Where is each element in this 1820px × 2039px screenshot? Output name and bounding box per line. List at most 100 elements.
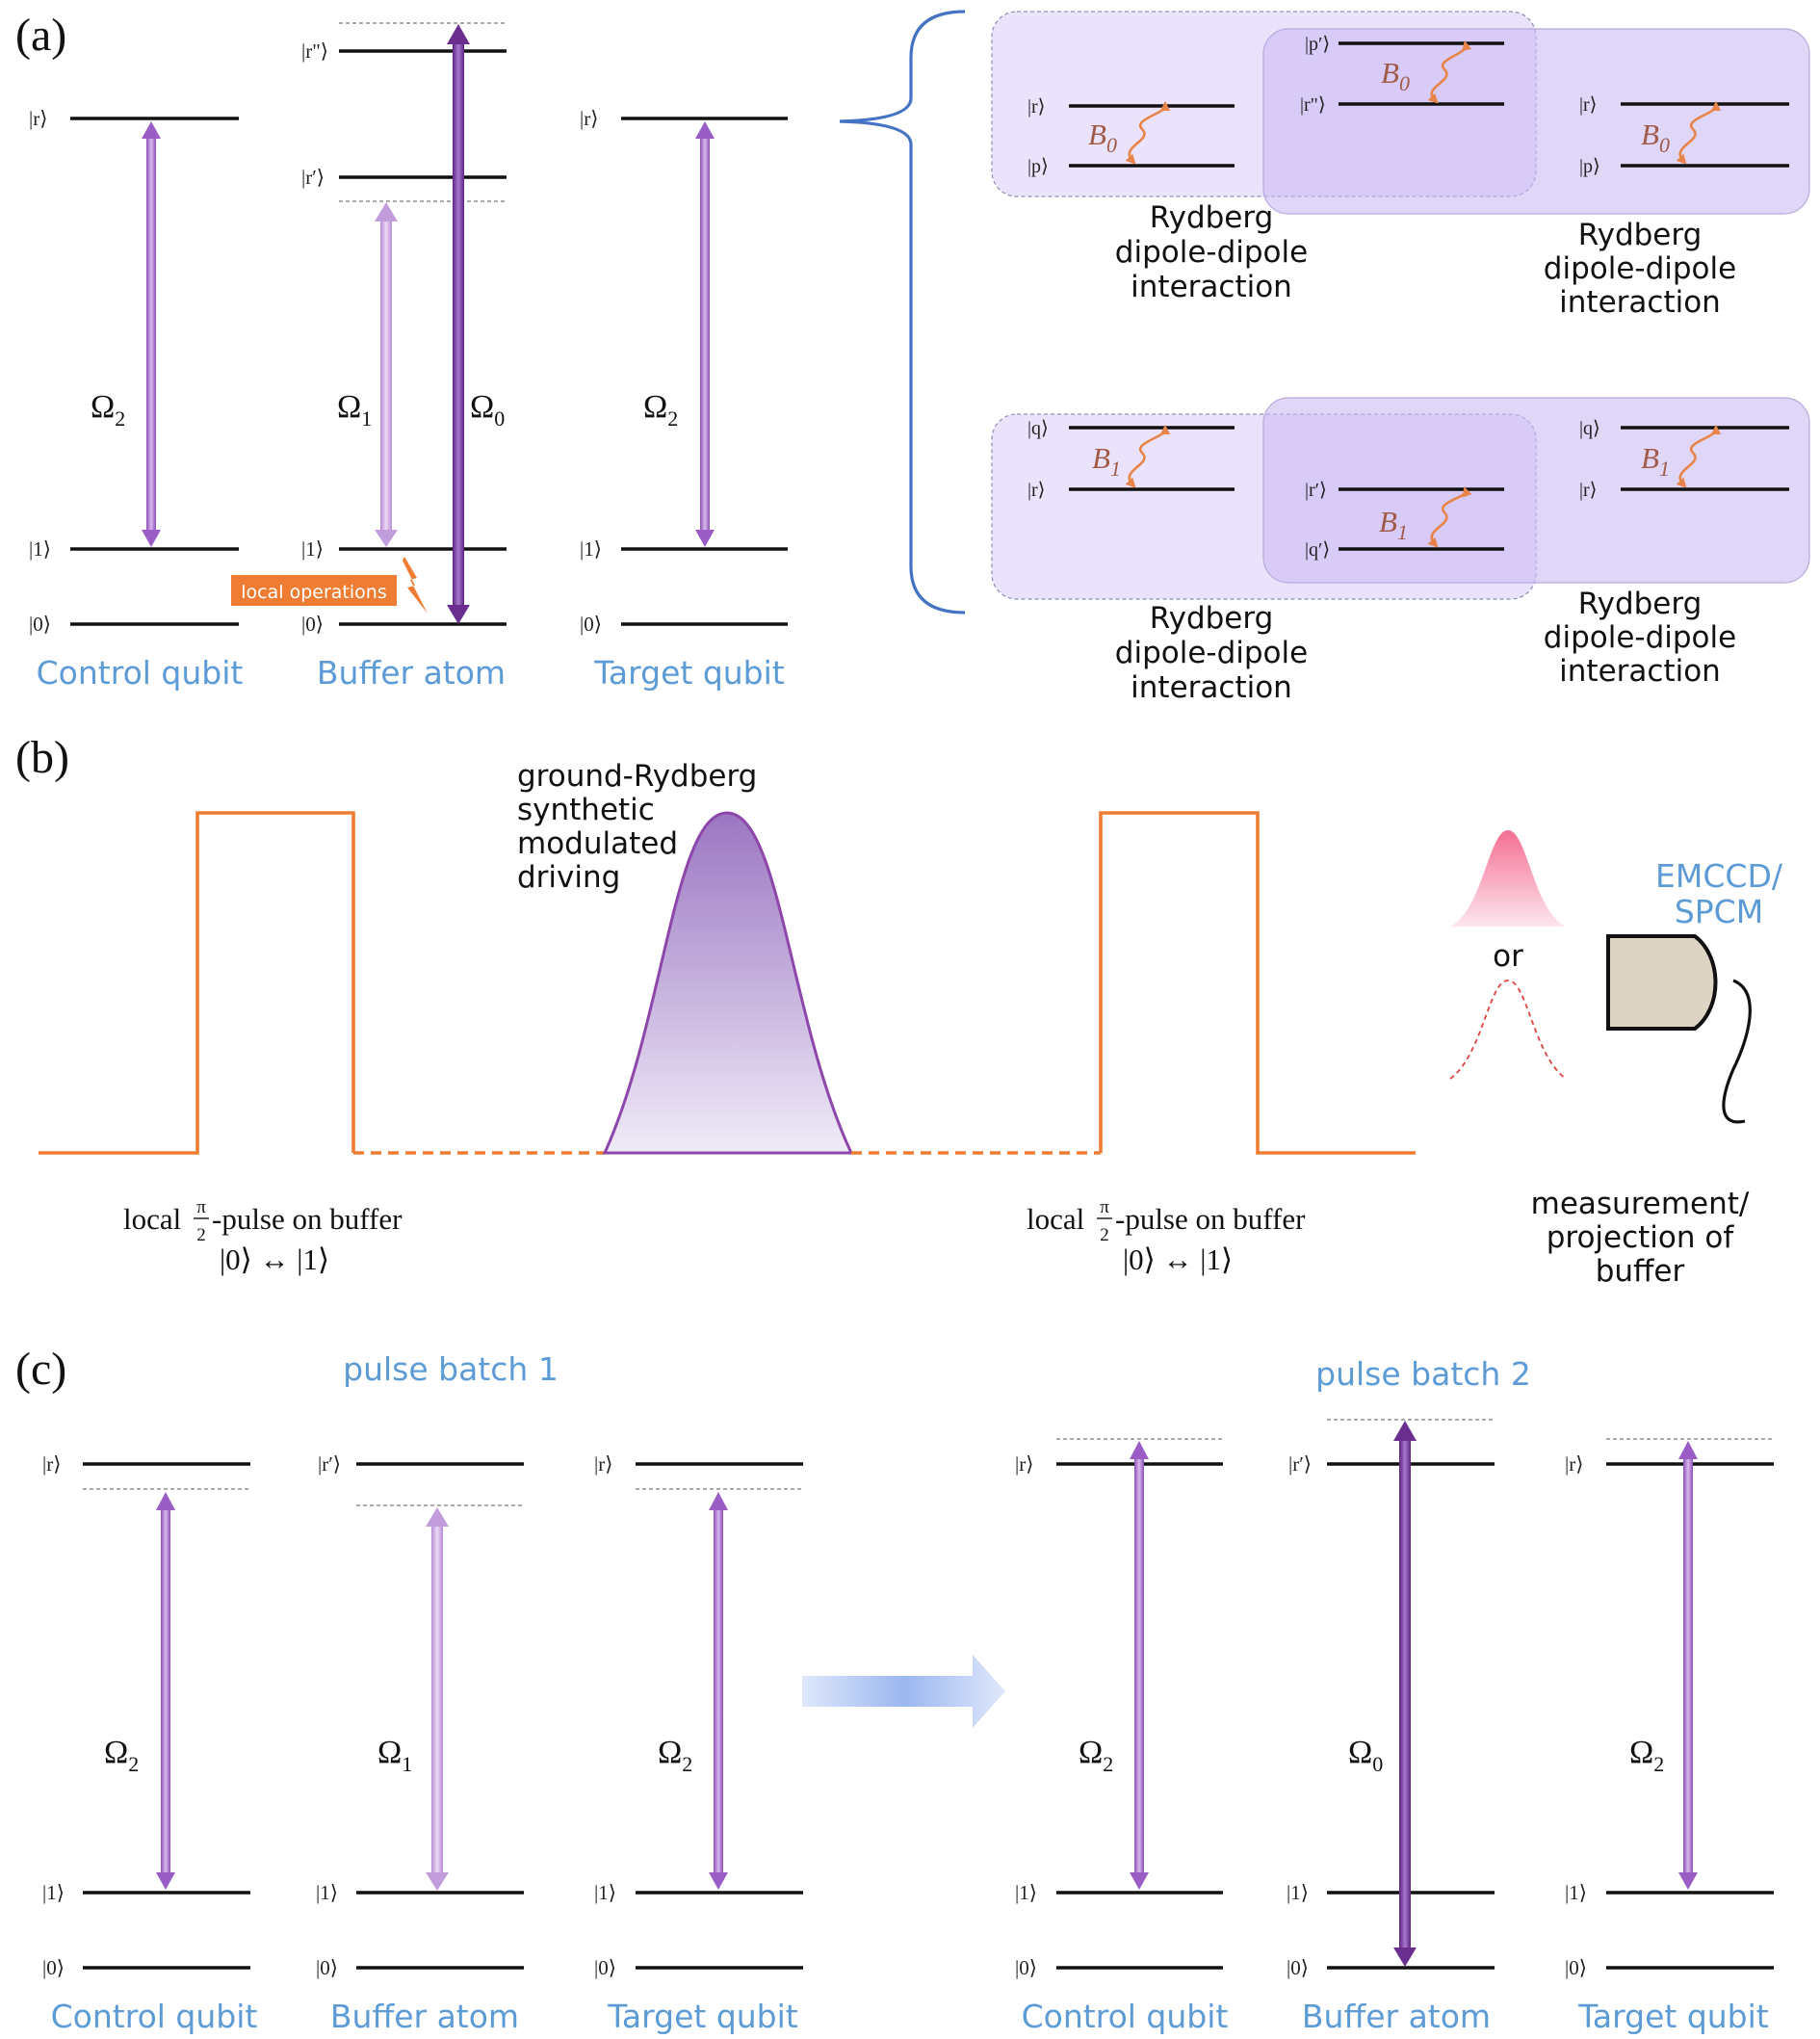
panel-label-a: (a) bbox=[15, 10, 66, 61]
interaction-label-top-right: Rydberg dipole-dipole interaction bbox=[1544, 218, 1736, 320]
interaction-box-bottom-row: |q⟩ |r⟩ B1 |r′⟩ |q′⟩ B1 |q⟩ |r⟩ B1 bbox=[991, 397, 1810, 600]
svg-text:projection of: projection of bbox=[1547, 1220, 1735, 1255]
buffer-atom-diagram-c2: |r′⟩ |1⟩ |0⟩ Ω0 Buffer atom bbox=[1287, 1419, 1495, 2035]
omega2-label: Ω2 bbox=[91, 389, 125, 431]
svg-text:|r′⟩: |r′⟩ bbox=[318, 1452, 341, 1476]
ket-r-dprime-label: |r"⟩ bbox=[301, 39, 328, 63]
svg-text:interaction: interaction bbox=[1559, 285, 1721, 320]
svg-text:|r⟩: |r⟩ bbox=[1579, 94, 1597, 116]
b0-coupling-label: B0 bbox=[1381, 56, 1410, 95]
ket-1-label: |1⟩ bbox=[29, 537, 51, 561]
ket-1-label: |1⟩ bbox=[580, 537, 602, 561]
svg-text:Ω2: Ω2 bbox=[1079, 1735, 1113, 1776]
target-qubit-diagram-a: |r⟩ |1⟩ |0⟩ Ω2 Target qubit bbox=[580, 107, 788, 692]
local-operations-badge: local operations bbox=[231, 575, 397, 606]
omega0-arrow bbox=[447, 24, 470, 624]
svg-text:Target qubit: Target qubit bbox=[1577, 1998, 1769, 2035]
svg-text:|r"⟩: |r"⟩ bbox=[1300, 94, 1326, 116]
svg-text:Ω0: Ω0 bbox=[1348, 1735, 1383, 1776]
svg-text:|1⟩: |1⟩ bbox=[594, 1881, 616, 1904]
svg-text:|r⟩: |r⟩ bbox=[1027, 96, 1045, 118]
svg-text:Target qubit: Target qubit bbox=[607, 1998, 798, 2035]
svg-text:modulated: modulated bbox=[517, 826, 678, 861]
caption-target-qubit: Target qubit bbox=[593, 654, 785, 692]
svg-text:|r⟩: |r⟩ bbox=[594, 1452, 612, 1476]
svg-text:2: 2 bbox=[1100, 1225, 1109, 1245]
svg-text:Rydberg: Rydberg bbox=[1578, 218, 1703, 252]
svg-text:|0⟩: |0⟩ bbox=[316, 1956, 338, 1979]
svg-text:|1⟩: |1⟩ bbox=[42, 1881, 65, 1904]
svg-text:|r⟩: |r⟩ bbox=[1015, 1452, 1033, 1476]
svg-text:|r⟩: |r⟩ bbox=[1565, 1452, 1583, 1476]
svg-text:measurement/: measurement/ bbox=[1531, 1187, 1750, 1221]
svg-text:Ω2: Ω2 bbox=[658, 1735, 692, 1776]
b1-coupling-label: B1 bbox=[1379, 505, 1408, 544]
svg-text:interaction: interaction bbox=[1131, 670, 1292, 705]
pulse-batch-2-label: pulse batch 2 bbox=[1315, 1355, 1531, 1393]
buffer-atom-diagram-c1: |r′⟩ |1⟩ |0⟩ Ω1 Buffer atom bbox=[316, 1452, 524, 2035]
lightning-icon bbox=[403, 557, 428, 614]
interaction-label-bottom-right: Rydberg dipole-dipole interaction bbox=[1544, 587, 1736, 689]
omega2-arrow bbox=[142, 121, 161, 547]
bright-signal-peak bbox=[1450, 830, 1566, 927]
svg-text:|0⟩: |0⟩ bbox=[1565, 1956, 1587, 1979]
ket-1-label: |1⟩ bbox=[301, 537, 324, 561]
control-qubit-diagram-a: |r⟩ |1⟩ |0⟩ Ω2 Control qubit bbox=[29, 107, 243, 692]
detector-icon bbox=[1606, 934, 1752, 1124]
svg-text:|r′⟩: |r′⟩ bbox=[1288, 1452, 1312, 1476]
svg-text:Control qubit: Control qubit bbox=[1022, 1998, 1229, 2035]
caption-buffer-atom: Buffer atom bbox=[317, 654, 506, 692]
measurement-outcomes: or bbox=[1449, 830, 1567, 1080]
detector-label-line1: EMCCD/ bbox=[1655, 857, 1783, 895]
svg-text:-pulse on buffer: -pulse on buffer bbox=[212, 1202, 403, 1236]
or-label: or bbox=[1493, 939, 1523, 974]
detector-label-line2: SPCM bbox=[1675, 893, 1763, 930]
svg-text:dipole-dipole: dipole-dipole bbox=[1115, 636, 1308, 670]
svg-text:local: local bbox=[1027, 1202, 1084, 1236]
svg-text:|r⟩: |r⟩ bbox=[1579, 480, 1597, 501]
svg-text:Rydberg: Rydberg bbox=[1150, 601, 1274, 636]
svg-text:|p′⟩: |p′⟩ bbox=[1305, 34, 1330, 55]
svg-text:Rydberg: Rydberg bbox=[1578, 587, 1703, 621]
svg-text:buffer: buffer bbox=[1596, 1254, 1685, 1289]
ket-0-label: |0⟩ bbox=[301, 613, 324, 636]
svg-text:local operations: local operations bbox=[241, 582, 386, 603]
interaction-box-top-row: |r⟩ |p⟩ B0 |p′⟩ |r"⟩ B0 |r⟩ |p⟩ B0 bbox=[991, 11, 1810, 215]
caption-control-qubit: Control qubit bbox=[37, 654, 244, 692]
b0-coupling-label: B0 bbox=[1641, 118, 1670, 157]
svg-text:|r′⟩: |r′⟩ bbox=[1305, 480, 1327, 501]
svg-text:-pulse on buffer: -pulse on buffer bbox=[1115, 1202, 1306, 1236]
panel-label-b: (b) bbox=[15, 732, 69, 783]
svg-text:synthetic: synthetic bbox=[517, 793, 655, 827]
b1-coupling-label: B1 bbox=[1641, 441, 1670, 481]
driving-label: ground-Rydberg synthetic modulated drivi… bbox=[517, 759, 757, 895]
ket-r-prime-label: |r′⟩ bbox=[301, 166, 325, 189]
svg-text:local: local bbox=[123, 1202, 181, 1236]
omega1-arrow bbox=[375, 202, 398, 547]
batch-transition-arrow bbox=[802, 1655, 1005, 1728]
pulse-sequence bbox=[39, 811, 1416, 1155]
svg-text:|1⟩: |1⟩ bbox=[316, 1881, 338, 1904]
svg-text:Rydberg: Rydberg bbox=[1150, 200, 1274, 235]
pi-half-pulse-1 bbox=[39, 811, 355, 1155]
control-qubit-diagram-c1: |r⟩ |1⟩ |0⟩ Ω2 Control qubit bbox=[42, 1452, 257, 2035]
pulse-label-2: local π 2 -pulse on buffer |0⟩ ↔ |1⟩ bbox=[1027, 1197, 1306, 1276]
svg-text:|r⟩: |r⟩ bbox=[1027, 480, 1045, 501]
dark-signal-peak bbox=[1449, 980, 1567, 1080]
omega2-label: Ω2 bbox=[643, 389, 678, 431]
b1-coupling-label: B1 bbox=[1092, 441, 1121, 481]
measurement-label: measurement/ projection of buffer bbox=[1531, 1187, 1750, 1289]
svg-text:|0⟩ ↔ |1⟩: |0⟩ ↔ |1⟩ bbox=[220, 1242, 329, 1276]
svg-text:ground-Rydberg: ground-Rydberg bbox=[517, 759, 757, 794]
target-qubit-diagram-c2: |r⟩ |1⟩ |0⟩ Ω2 Target qubit bbox=[1565, 1438, 1774, 2035]
svg-text:π: π bbox=[1100, 1197, 1109, 1217]
pi-half-pulse-2 bbox=[1099, 811, 1416, 1155]
curly-brace bbox=[839, 10, 966, 614]
svg-text:|0⟩: |0⟩ bbox=[1287, 1956, 1309, 1979]
pulse-label-1: local π 2 -pulse on buffer |0⟩ ↔ |1⟩ bbox=[123, 1197, 403, 1276]
svg-text:driving: driving bbox=[517, 860, 620, 895]
svg-text:|p⟩: |p⟩ bbox=[1579, 156, 1600, 177]
svg-text:|q⟩: |q⟩ bbox=[1579, 418, 1600, 439]
svg-text:|0⟩: |0⟩ bbox=[594, 1956, 616, 1979]
